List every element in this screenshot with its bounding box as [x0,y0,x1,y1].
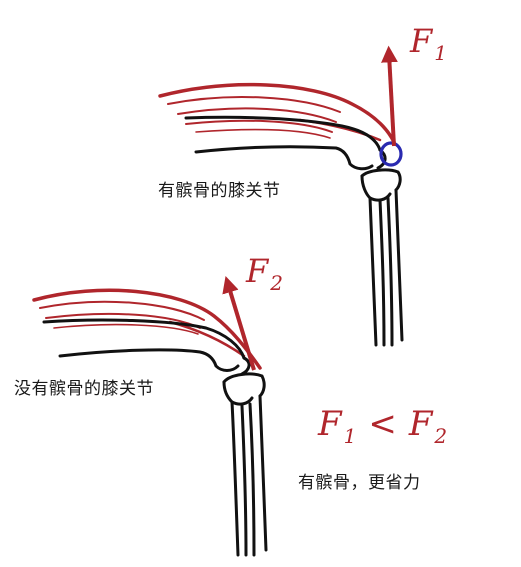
comparison-left-sub: 1 [344,424,357,448]
top-caption: 有髌骨的膝关节 [158,181,281,201]
bottom-femur [42,318,251,376]
bottom-force-arrow [222,275,256,371]
top-patella [379,141,403,167]
top-tibia-fibula [360,168,404,347]
svg-text:F1<F2: F1<F2 [317,404,447,448]
bottom-caption: 没有髌骨的膝关节 [14,379,154,399]
comparison-right-sub: 2 [433,424,447,448]
comparison-right: F [408,404,434,444]
bottom-tibia-fibula [222,372,268,557]
comparison-left: F [317,404,343,444]
comparison-operator: < [368,404,397,444]
top-force-arrow [381,45,398,147]
conclusion-text: 有髌骨，更省力 [298,473,421,493]
top-quadriceps-muscle [158,82,396,144]
top-femur [184,115,387,171]
